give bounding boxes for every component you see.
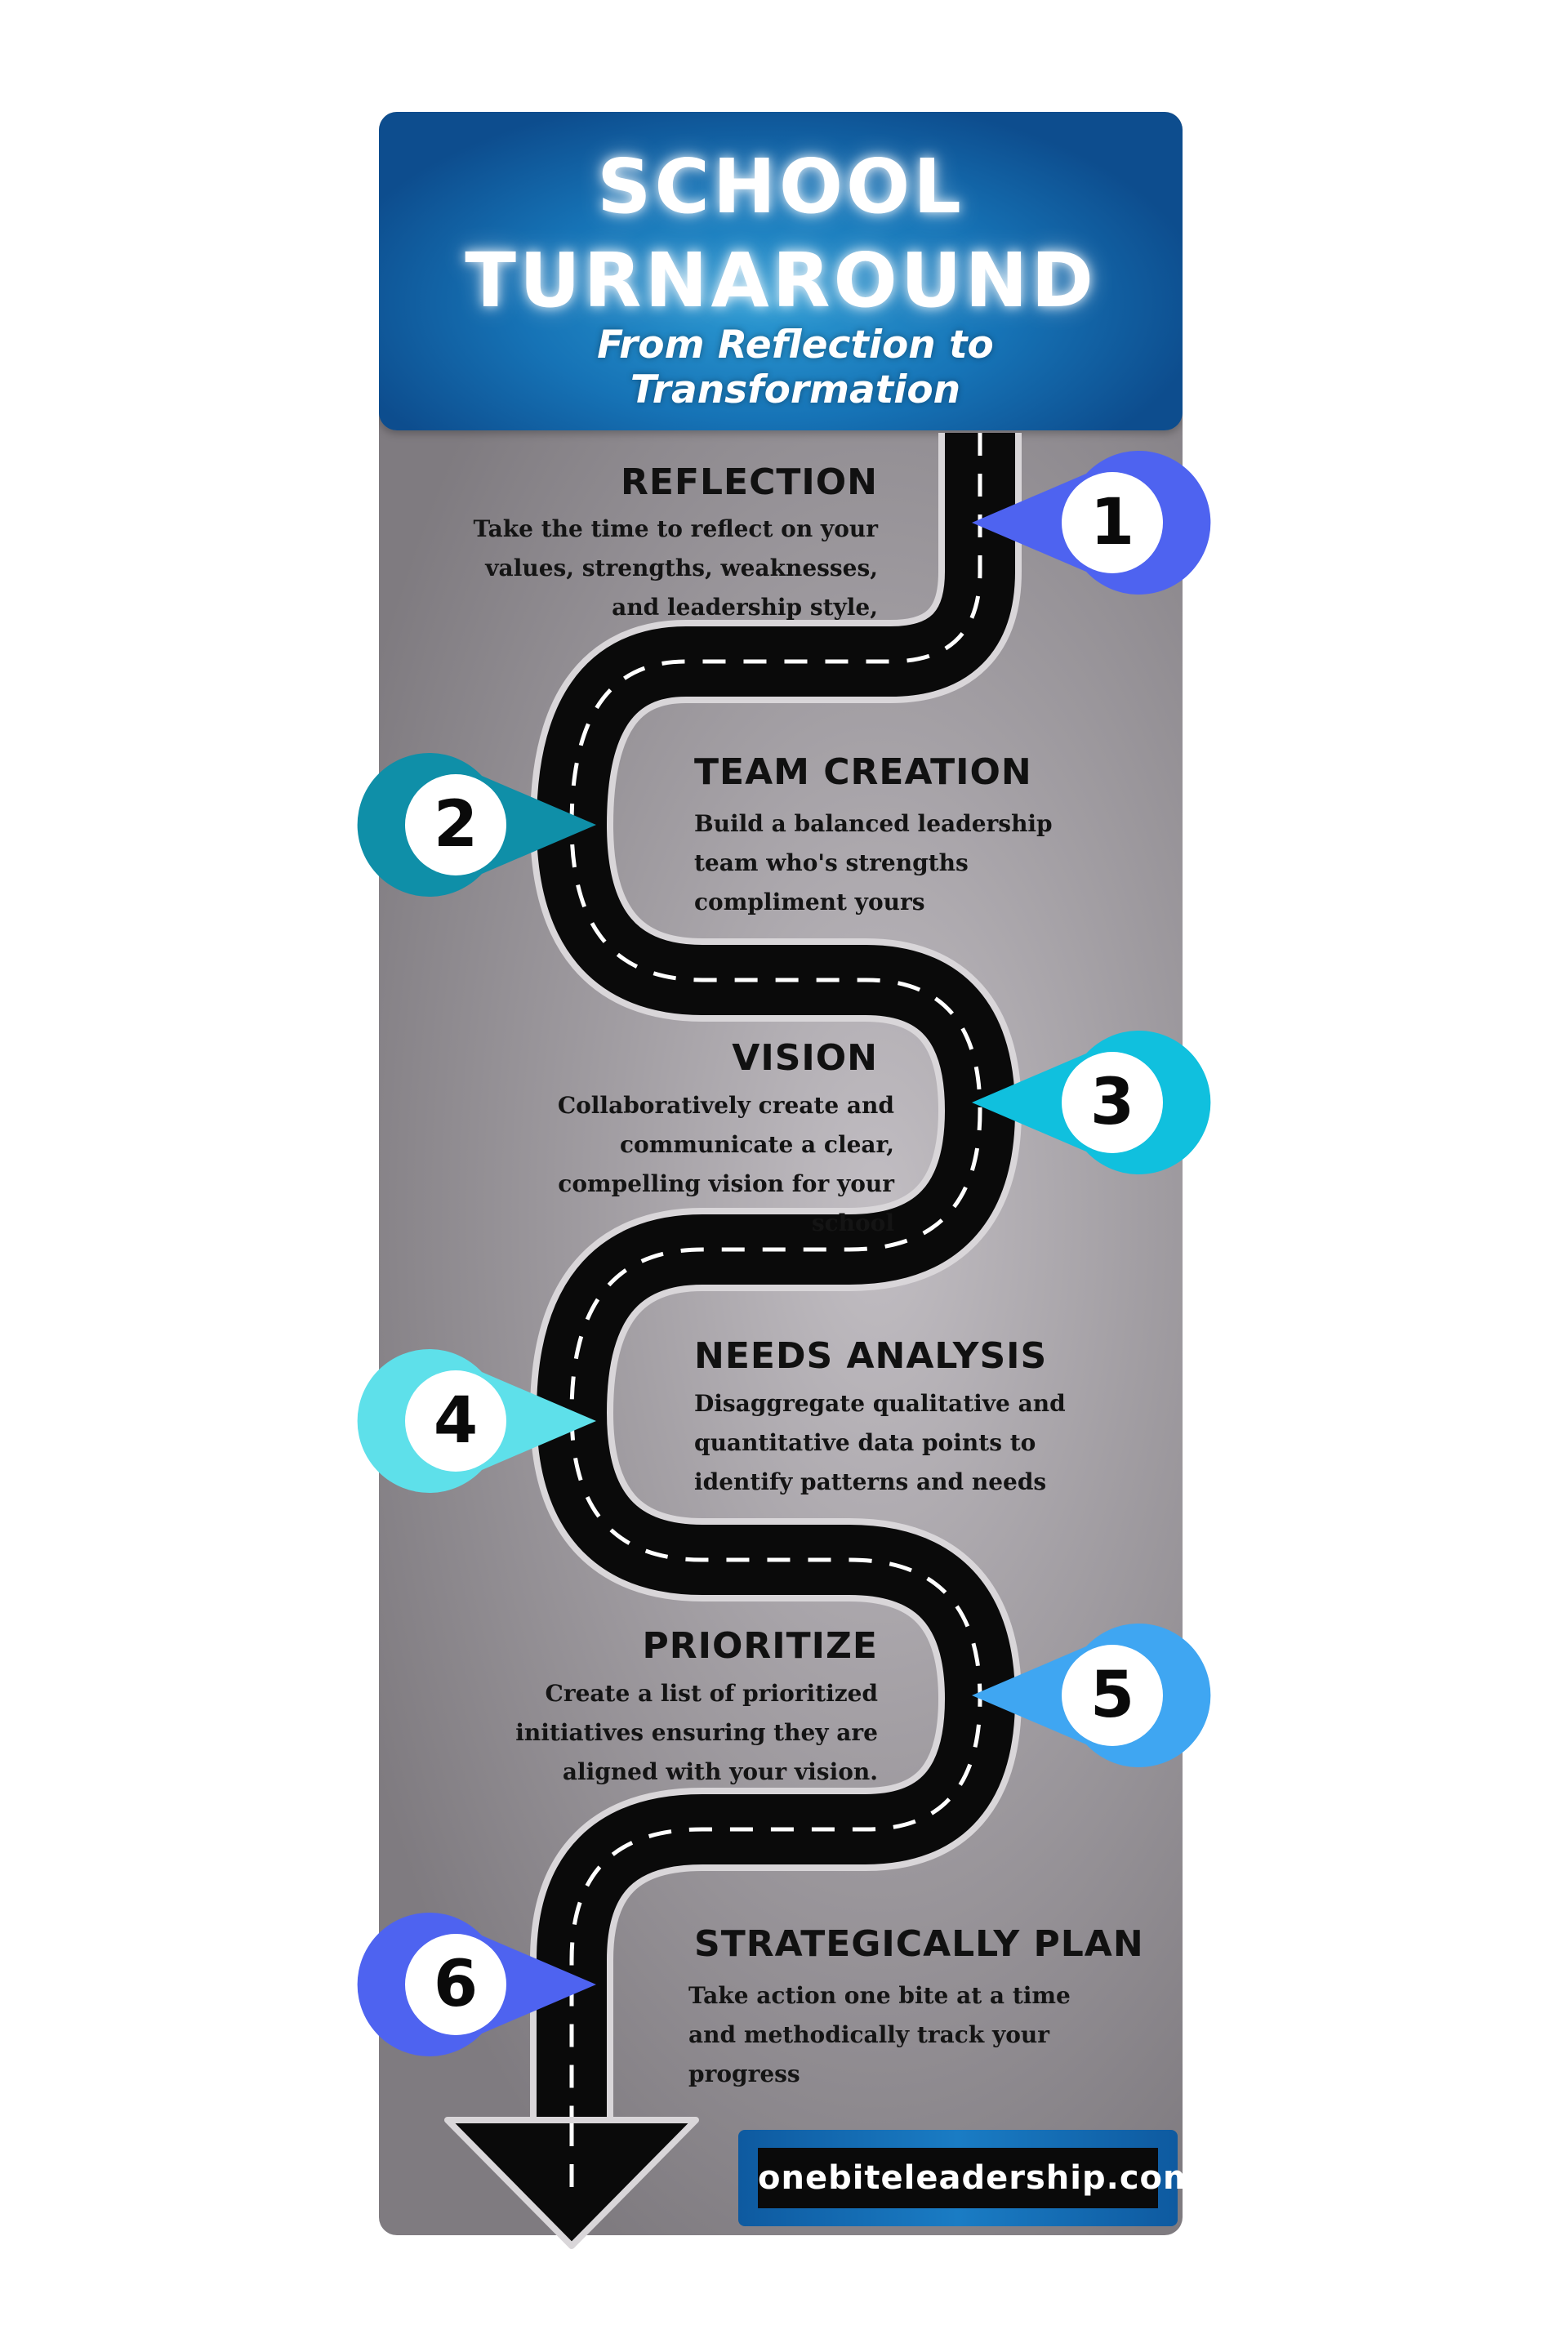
step-number-3: 3 xyxy=(1089,1066,1135,1139)
step-desc-prioritize: Create a list of prioritized initiatives… xyxy=(515,1680,878,1785)
step-title-team-creation: TEAM CREATION xyxy=(694,751,1032,793)
step-desc-team-creation: Build a balanced leadership team who's s… xyxy=(694,810,1053,915)
step-number-5: 5 xyxy=(1089,1659,1135,1732)
step-title-reflection: REFLECTION xyxy=(621,461,878,503)
title-line-2: TURNAROUND xyxy=(465,237,1097,324)
subtitle: From Reflection to Transformation xyxy=(597,323,994,412)
pin-marker-3 xyxy=(972,1031,1211,1175)
infographic-card: SCHOOL TURNAROUND From Reflection to Tra… xyxy=(379,112,1183,2235)
pin-marker-1 xyxy=(972,451,1211,595)
step-number-6: 6 xyxy=(433,1948,479,2021)
step-title-strategically-plan: STRATEGICALLY PLAN xyxy=(694,1923,1144,1965)
step-title-vision: VISION xyxy=(732,1037,878,1079)
step-desc-strategically-plan: Take action one bite at a time and metho… xyxy=(688,1982,1071,2087)
title-line-1: SCHOOL xyxy=(597,143,964,230)
step-desc-vision: Collaboratively create and communicate a… xyxy=(557,1092,894,1236)
header-banner: SCHOOL TURNAROUND From Reflection to Tra… xyxy=(379,112,1183,430)
step-number-1: 1 xyxy=(1089,486,1135,559)
pin-marker-4 xyxy=(357,1349,596,1493)
step-desc-needs-analysis: Disaggregate qualitative and quantitativ… xyxy=(694,1390,1066,1495)
pin-marker-5 xyxy=(972,1624,1211,1767)
step-number-2: 2 xyxy=(433,788,479,862)
step-desc-reflection: Take the time to reflect on your values,… xyxy=(473,515,878,621)
website-badge: onebiteleadership.com xyxy=(738,2130,1197,2226)
pin-marker-6 xyxy=(357,1913,596,2056)
website-url[interactable]: onebiteleadership.com xyxy=(758,2148,1197,2208)
step-number-4: 4 xyxy=(433,1384,479,1458)
step-title-prioritize: PRIORITIZE xyxy=(642,1625,878,1667)
pin-marker-2 xyxy=(357,753,596,897)
step-title-needs-analysis: NEEDS ANALYSIS xyxy=(694,1335,1048,1377)
